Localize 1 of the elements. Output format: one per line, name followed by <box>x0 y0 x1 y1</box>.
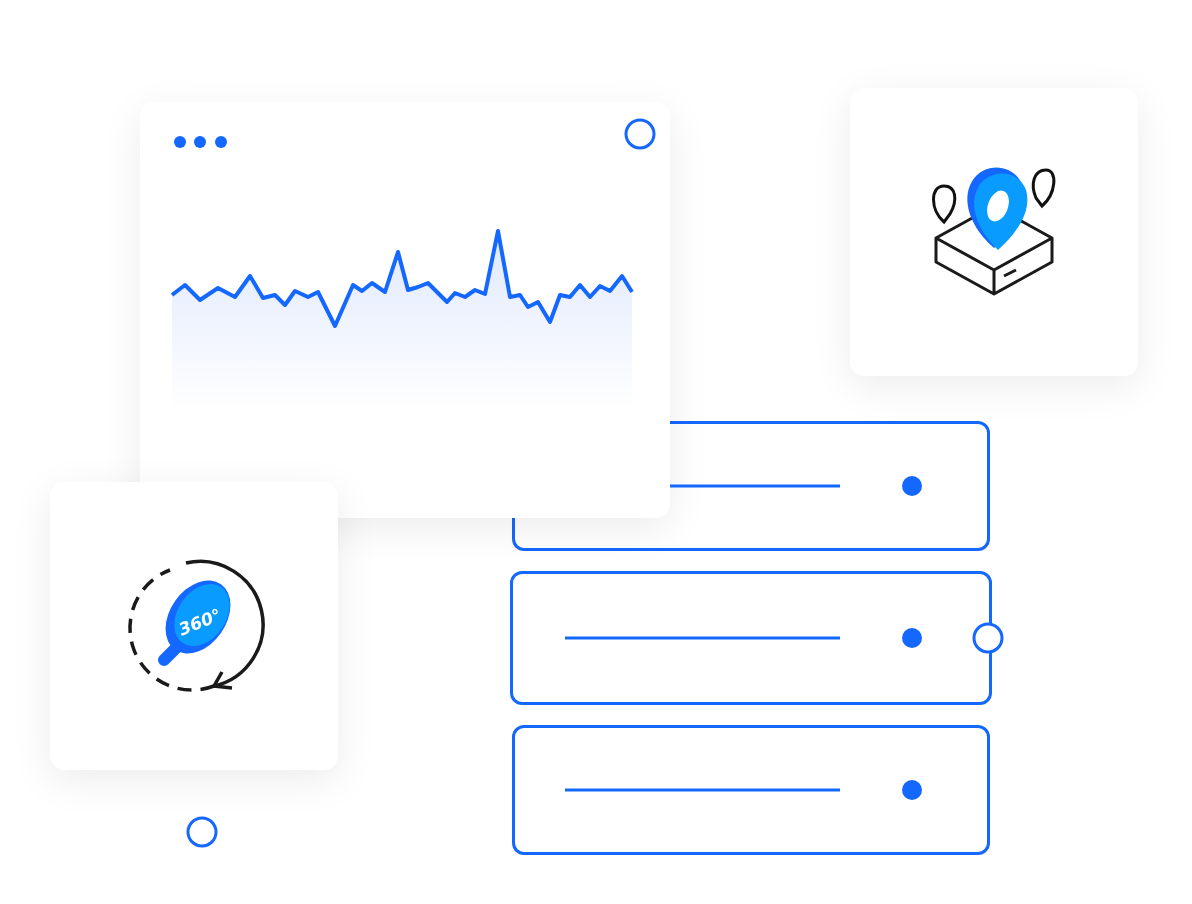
icon-label: 360° <box>175 604 225 640</box>
